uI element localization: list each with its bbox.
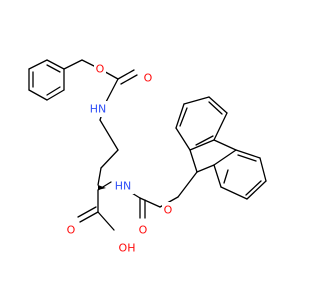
atom-label-oh-acid: OH [115,240,139,256]
fmoc-ch2-c9-bond [177,171,198,198]
fluorene-system [175,96,267,200]
side-chain-bond-2 [100,149,119,169]
acid-carbonyl-bond-1 [79,211,99,223]
svg-text:O: O [164,204,173,217]
svg-text:O: O [96,63,105,76]
atom-label-o-cbz-carbonyl: O [143,70,155,86]
svg-text:OH: OH [119,242,136,255]
atom-label-o-fmoc-ether: O [162,202,174,218]
atom-label-nh-alpha: HN [112,178,134,194]
cbz-carbonyl-bond-2 [120,74,138,85]
atom-label-o-fmoc-carbonyl: O [137,222,149,238]
atom-label-o-acid-carbonyl: O [65,222,77,238]
side-chain-bond-1 [99,119,119,151]
svg-text:HN: HN [90,103,107,116]
svg-text:O: O [67,224,76,237]
side-chain-bond-3 [97,167,102,186]
atom-label-nh-side-chain: HN [88,101,110,117]
fmoc-c-o-bond [139,197,161,208]
svg-text:O: O [139,224,148,237]
molecule-structure: O O HN HN O O O OH [28,59,267,256]
structure-canvas: O O HN HN O O O OH [28,59,267,256]
svg-text:O: O [144,72,153,85]
acid-carbonyl-bond-2 [77,206,97,218]
acid-oh-bond [97,211,115,231]
atom-label-o-cbz-ether: O [94,61,106,77]
cbz-c-n-bond [105,78,119,103]
cbz-carbonyl-bond-1 [117,69,135,80]
cbz-benzene-ring [28,59,65,101]
alpha-nh-bond [97,181,112,191]
benzyl-ch2-bond [63,59,83,70]
svg-text:HN: HN [115,180,132,193]
